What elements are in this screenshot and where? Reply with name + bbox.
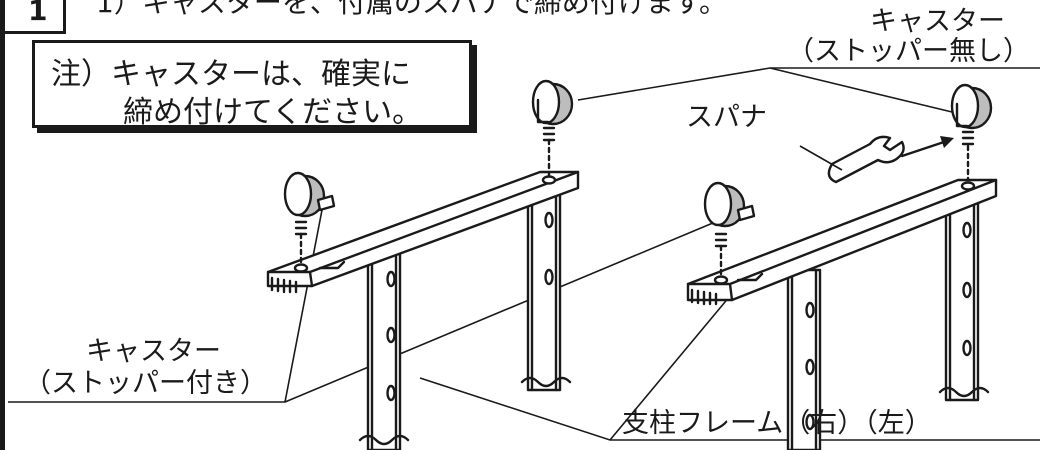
label-spanner: スパナ — [686, 102, 767, 133]
caster-no-stopper-right — [950, 83, 993, 182]
caster-stopper-left — [283, 171, 336, 266]
caution-note-box: 注）キャスターは、確実に 締め付けてください。 — [32, 40, 472, 130]
left-margin-bar — [0, 0, 5, 450]
right-support-frame — [686, 178, 998, 450]
step-number-box — [0, 0, 66, 34]
spanner-tool — [799, 135, 954, 184]
caster-stopper-right — [703, 181, 756, 278]
instruction-text: 1）キャスターを、付属のスパナで締め付けます。 — [96, 0, 728, 19]
label-caster-stopper-note: （ストッパー付き） — [24, 368, 267, 399]
step-number: 1 — [28, 0, 48, 27]
label-caster-no-stopper: キャスター — [870, 6, 1005, 37]
caution-note-line-1: 注）キャスターは、確実に — [51, 57, 411, 92]
label-caster-stopper: キャスター — [86, 336, 221, 367]
caster-no-stopper-left — [531, 79, 574, 178]
left-support-frame — [266, 170, 580, 450]
label-caster-no-stopper-note: （ストッパー無し） — [787, 36, 1030, 67]
label-support-frame: 支柱フレーム（右）（左） — [622, 408, 932, 439]
caution-note-line-2: 締め付けてください。 — [123, 95, 423, 130]
